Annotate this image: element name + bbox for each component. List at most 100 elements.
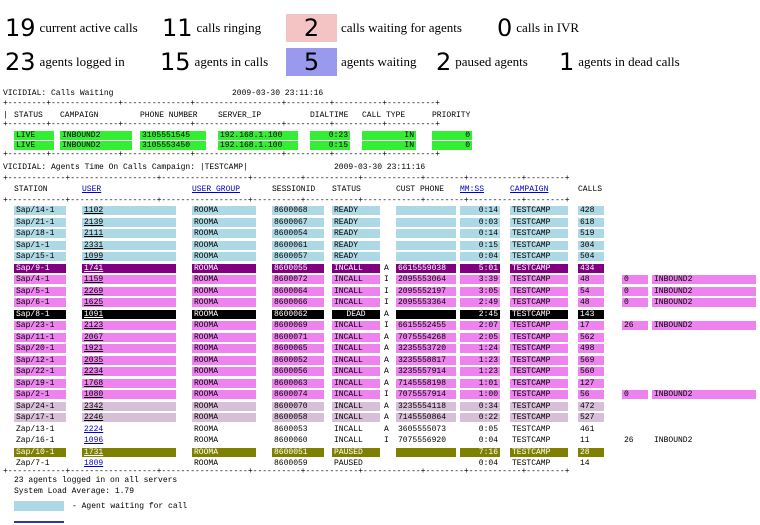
agent-hold <box>624 218 650 227</box>
cell-highlight <box>622 298 648 307</box>
cell-highlight <box>192 263 256 273</box>
cell-highlight <box>578 263 604 273</box>
agent-status: INCALL <box>334 321 363 330</box>
agent-phone: 3605555073 <box>398 424 447 434</box>
column-header-campaign[interactable]: CAMPAIGN <box>510 185 549 194</box>
cell-highlight <box>192 390 256 399</box>
agent-user[interactable]: 2111 <box>84 229 104 238</box>
agent-user[interactable]: 1809 <box>84 459 104 468</box>
agent-calls: 11 <box>580 436 590 445</box>
agent-user[interactable]: 1096 <box>84 436 104 445</box>
cell-highlight <box>396 217 456 227</box>
agent-ingroup <box>654 229 758 238</box>
cell-highlight <box>460 321 500 330</box>
agent-user[interactable]: 1102 <box>84 206 104 215</box>
agent-calls: 472 <box>580 401 595 411</box>
agent-user[interactable]: 2123 <box>84 321 104 330</box>
agent-station: Zap/7-1 <box>16 459 50 468</box>
cell-highlight <box>14 355 66 365</box>
agent-user[interactable]: 1625 <box>84 298 104 307</box>
agent-mmss: 7:16 <box>478 447 498 457</box>
column-header-user[interactable]: USER <box>82 185 102 194</box>
agent-hold <box>624 402 650 411</box>
agent-user[interactable]: 2342 <box>84 401 104 411</box>
agent-phone: 3235554118 <box>398 401 447 411</box>
cell-highlight <box>332 240 380 250</box>
agent-user[interactable]: 1731 <box>84 447 104 457</box>
cell-highlight <box>332 332 380 342</box>
cell-highlight <box>396 390 456 399</box>
stat-number: 1 <box>559 48 575 76</box>
agent-user[interactable]: 2139 <box>84 217 104 227</box>
agent-status: INCALL <box>334 401 363 411</box>
cell-highlight <box>192 332 256 342</box>
agent-mmss: 1:01 <box>478 378 498 388</box>
agent-flag: A <box>384 355 389 365</box>
cell-highlight <box>272 413 324 422</box>
agent-user[interactable]: 1099 <box>84 252 104 261</box>
cell-highlight <box>510 263 568 273</box>
agent-group: ROOMA <box>194 436 219 445</box>
table-cell: 192.168.1.100 <box>220 131 283 140</box>
agent-user[interactable]: 2035 <box>84 355 104 365</box>
table-separator: +--------+--------------+--------------+… <box>3 150 440 159</box>
cell-highlight <box>332 355 380 365</box>
cell-highlight <box>510 401 568 411</box>
agent-user[interactable]: 2234 <box>84 367 104 376</box>
agent-ingroup <box>654 241 758 250</box>
cell-highlight <box>272 321 324 330</box>
cell-highlight <box>460 378 500 388</box>
cell-highlight <box>510 447 568 457</box>
agent-hold: 0 <box>624 298 629 307</box>
agent-campaign: TESTCAMP <box>512 344 551 353</box>
agent-user[interactable]: 1159 <box>84 275 104 284</box>
cell-highlight <box>460 263 500 273</box>
cell-highlight <box>272 401 324 411</box>
table-cell: 0 <box>465 131 470 140</box>
cell-highlight <box>272 275 324 284</box>
agent-user[interactable]: 2269 <box>84 286 104 296</box>
cell-highlight <box>396 275 456 284</box>
cell-highlight <box>510 321 568 330</box>
column-header: CAMPAIGN <box>60 111 99 120</box>
agent-user[interactable]: 2224 <box>84 424 104 434</box>
agent-user[interactable]: 2331 <box>84 240 104 250</box>
agent-user[interactable]: 1080 <box>84 390 104 399</box>
agent-user[interactable]: 2067 <box>84 332 104 342</box>
agent-station: Sap/11-1 <box>16 332 55 342</box>
agent-campaign: TESTCAMP <box>512 355 551 365</box>
cell-highlight <box>332 378 380 388</box>
cell-highlight <box>510 206 568 215</box>
agent-status: READY <box>334 229 359 238</box>
column-header-group[interactable]: USER GROUP <box>192 185 241 194</box>
stat-number: 19 <box>5 14 36 42</box>
cell-highlight <box>652 298 756 307</box>
cell-highlight <box>332 263 380 273</box>
agent-calls: 618 <box>580 217 595 227</box>
cell-highlight <box>578 367 604 376</box>
cell-highlight <box>578 413 604 422</box>
agent-phone: 3235553720 <box>398 344 447 353</box>
cell-highlight <box>192 286 256 296</box>
agent-user[interactable]: 1768 <box>84 378 104 388</box>
cell-highlight <box>578 447 604 457</box>
cell-highlight <box>510 217 568 227</box>
cell-highlight <box>332 286 380 296</box>
agent-campaign: TESTCAMP <box>512 367 551 376</box>
cell-highlight <box>510 344 568 353</box>
agent-user[interactable]: 1091 <box>84 309 104 319</box>
cell-highlight <box>192 206 256 215</box>
agent-session: 8600064 <box>274 286 308 296</box>
agent-user[interactable]: 1921 <box>84 344 104 353</box>
cell-highlight <box>272 309 324 319</box>
agent-station: Sap/10-1 <box>16 447 55 457</box>
column-header-mmss[interactable]: MM:SS <box>460 185 485 194</box>
agent-group: ROOMA <box>194 459 219 468</box>
table-separator: +--------+--------------+--------------+… <box>3 120 440 129</box>
cell-highlight <box>510 413 568 422</box>
agent-user[interactable]: 1741 <box>84 263 104 273</box>
cell-highlight <box>396 447 456 457</box>
agent-user[interactable]: 2246 <box>84 413 104 422</box>
column-header-status: STATUS <box>332 185 361 194</box>
